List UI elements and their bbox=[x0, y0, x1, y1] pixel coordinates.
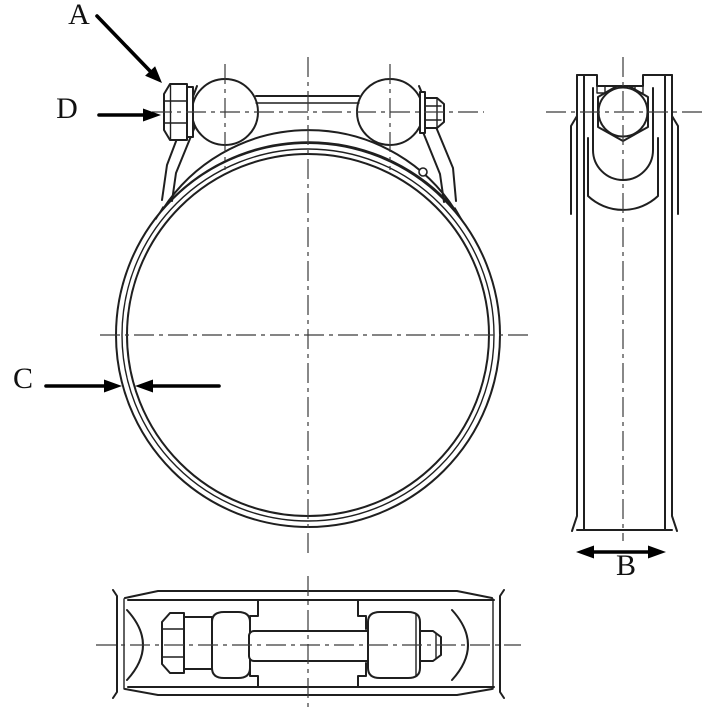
label-b-arrowhead-right bbox=[648, 545, 666, 559]
label-d-arrowhead bbox=[143, 108, 161, 122]
side-band-outer-left bbox=[571, 74, 578, 532]
label-d: D bbox=[56, 92, 78, 125]
saddle-inner-u bbox=[592, 87, 654, 181]
hex-bolt-head-front bbox=[163, 83, 188, 141]
bridge-edge-left-bottom bbox=[249, 662, 259, 688]
hex-bolt-head-bottom bbox=[161, 612, 185, 674]
bridge-end-tick-right bbox=[454, 207, 463, 221]
band-end-curve-right bbox=[451, 609, 469, 681]
label-b-arrowhead-left bbox=[576, 545, 594, 559]
left-trunnion-block bbox=[211, 611, 251, 679]
side-band-top-edge bbox=[576, 74, 673, 87]
bridge-edge-right-bottom bbox=[357, 662, 367, 688]
band-end-tab-left bbox=[596, 85, 606, 94]
saddle-wing-left bbox=[570, 115, 578, 215]
band-endcap-right-outer bbox=[499, 589, 505, 699]
bottom-view bbox=[112, 589, 505, 699]
label-b: B bbox=[616, 549, 636, 582]
nut-front bbox=[424, 97, 445, 129]
nut-bottom bbox=[419, 630, 442, 662]
label-c: C bbox=[13, 362, 33, 395]
band-endcap-left-outer bbox=[112, 589, 118, 699]
annotations: A D C B bbox=[13, 0, 666, 582]
bridge-end-tick-left bbox=[155, 206, 164, 220]
bridge-edge-left-top bbox=[249, 599, 259, 630]
side-band-outer-right bbox=[671, 74, 678, 532]
bridge-saddle bbox=[162, 129, 456, 211]
washer-bottom bbox=[183, 616, 213, 670]
label-a-arrowhead bbox=[145, 66, 162, 83]
band-hole bbox=[418, 167, 428, 177]
centerlines bbox=[96, 57, 707, 710]
label-c-arrowhead-outer bbox=[104, 379, 122, 393]
saddle-wing-right bbox=[671, 115, 679, 215]
label-a: A bbox=[68, 0, 90, 31]
side-view bbox=[570, 74, 679, 532]
bridge-edge-right-top bbox=[357, 599, 367, 630]
label-a-arrow-shaft bbox=[95, 14, 152, 73]
label-c-arrowhead-inner bbox=[135, 379, 153, 393]
bolt-rod bbox=[248, 630, 376, 662]
